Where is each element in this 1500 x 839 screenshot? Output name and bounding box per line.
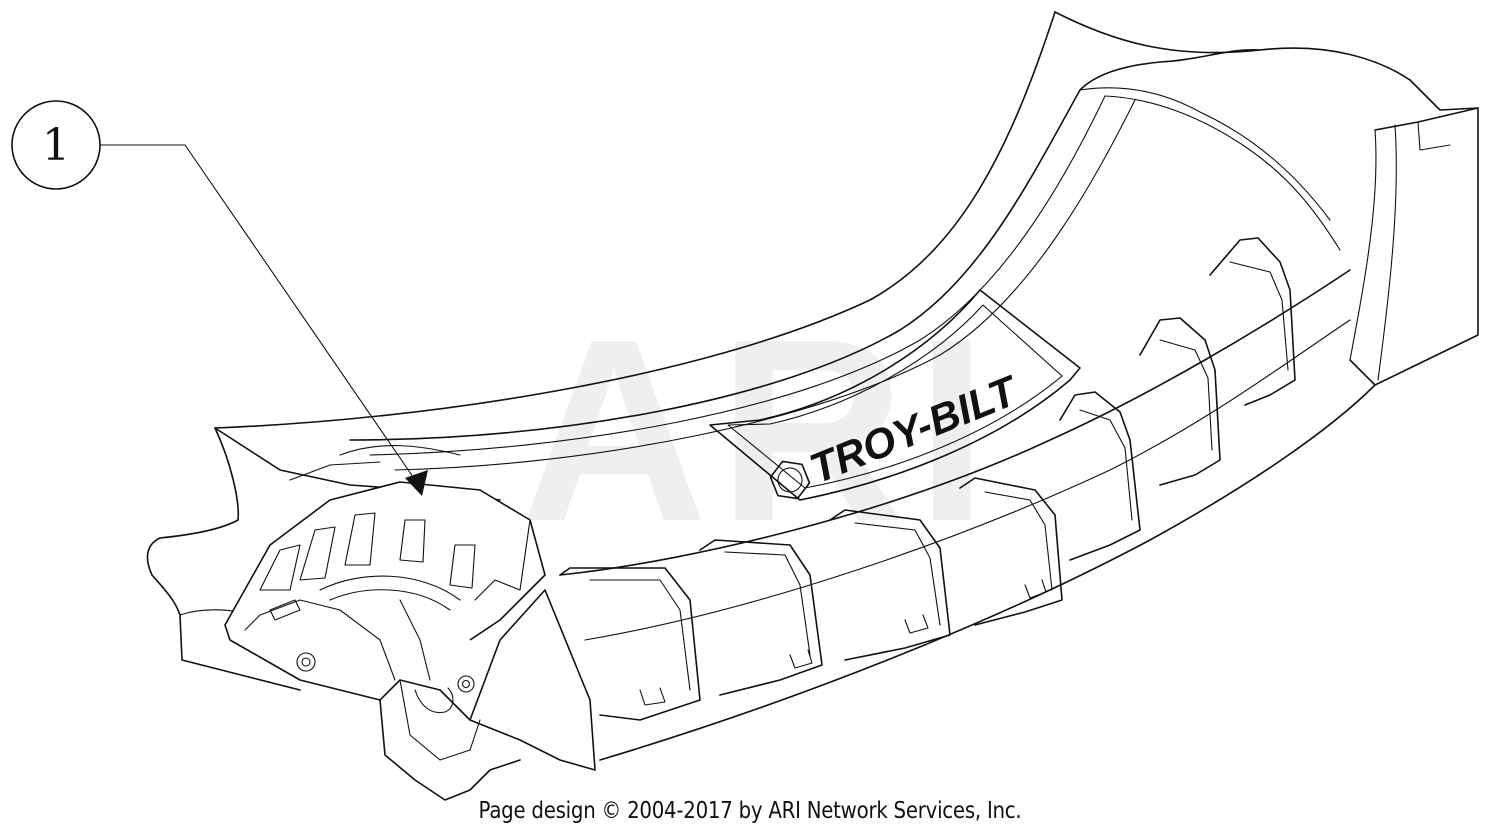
bracket-assembly xyxy=(224,481,596,801)
callout-1: 1 xyxy=(11,100,428,496)
callout-arrowhead xyxy=(405,470,428,496)
callout-number: 1 xyxy=(42,120,70,171)
copyright-footer: Page design © 2004-2017 by ARI Network S… xyxy=(478,798,1022,824)
watermark-text: ARI xyxy=(520,286,998,576)
rib-row xyxy=(559,237,1296,721)
